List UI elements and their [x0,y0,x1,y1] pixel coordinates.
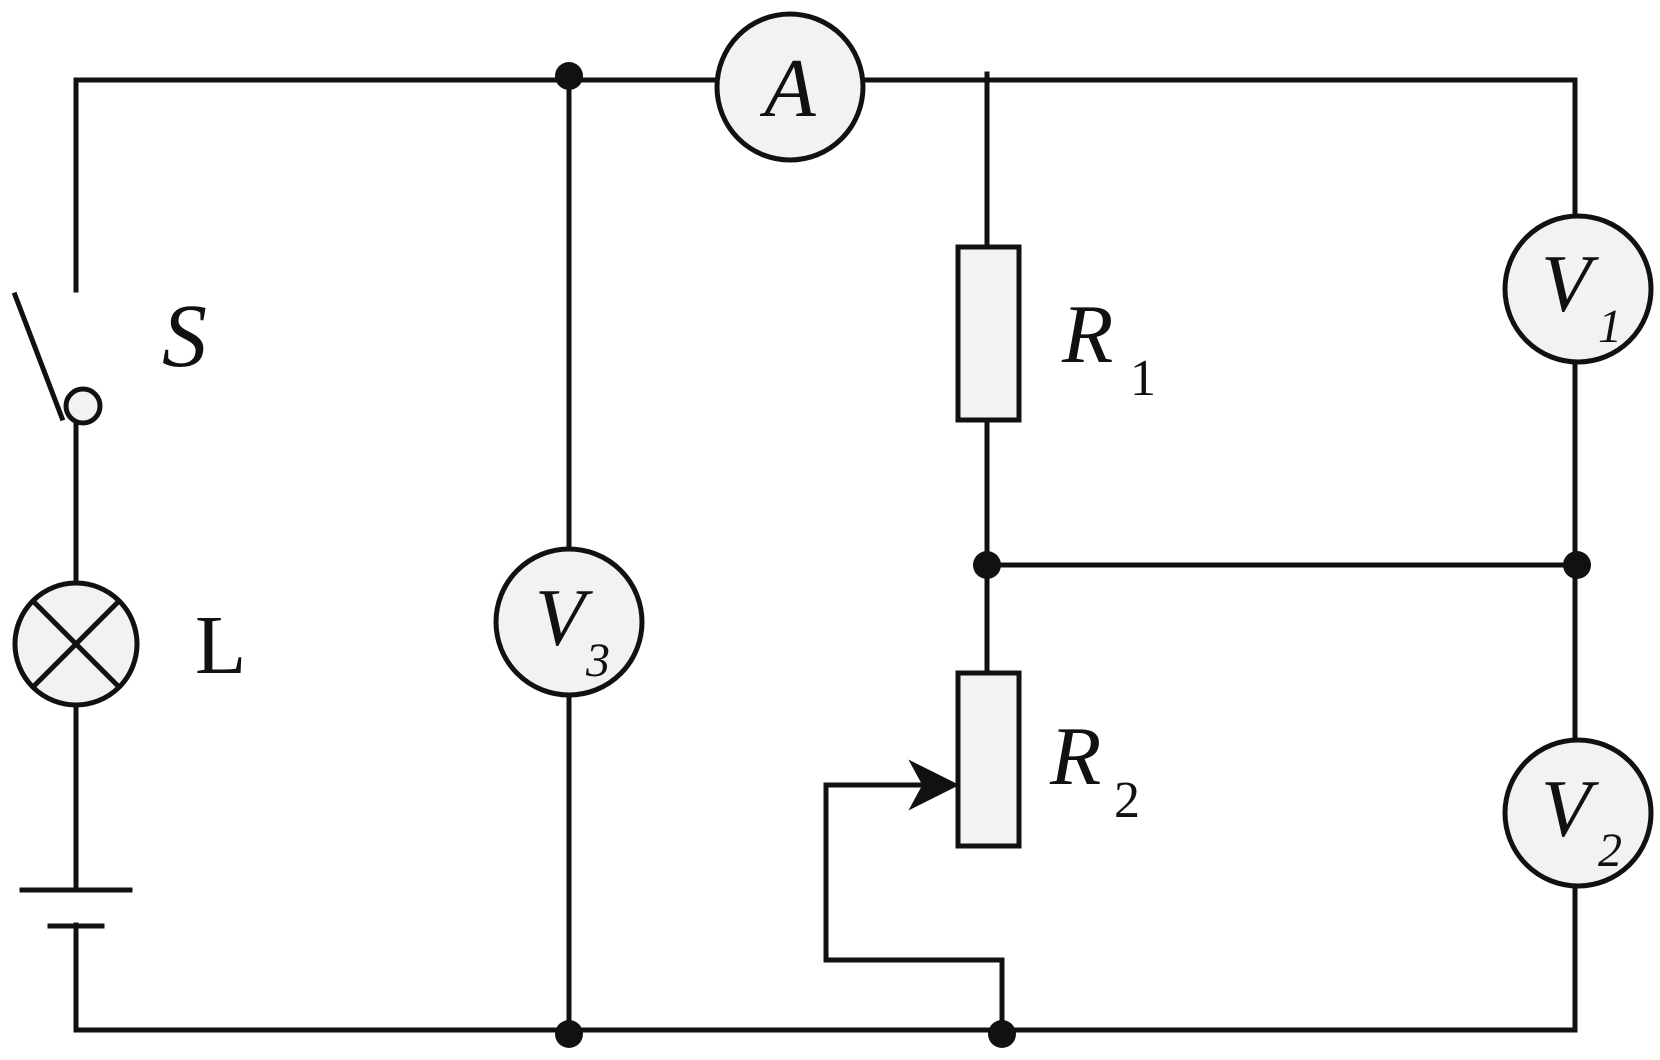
resistor-2-body [955,670,1022,849]
voltmeter-1-circle [1502,213,1654,365]
lamp [12,580,140,708]
switch-blade [11,291,66,422]
voltmeter-1: V 1 [1502,213,1654,365]
ammeter-circle [714,11,866,163]
junction-bottom-slider [988,1020,1016,1048]
junctions [555,62,1591,1048]
ammeter-label: A [759,42,816,135]
lamp-cross-b [29,597,123,691]
switch-label: S [162,287,207,386]
voltmeter-3-subscript: 3 [585,634,610,687]
resistor-2-label: R [1049,710,1101,803]
switch-pivot [63,386,103,426]
voltmeter-3: V 3 [493,546,645,698]
battery [19,887,133,929]
resistor-2-subscript: 2 [1114,772,1140,829]
voltmeter-1-subscript: 1 [1598,300,1622,353]
ammeter: A [714,11,866,163]
junction-bottom-v3 [555,1020,583,1048]
voltmeter-2-circle [1502,737,1654,889]
lamp-label: L [195,599,246,692]
resistor-1-subscript: 1 [1130,350,1156,407]
voltmeter-3-circle [493,546,645,698]
junction-r1-r2 [973,551,1001,579]
slider-arrow-icon [908,759,960,811]
junction-right-middle [1563,551,1591,579]
wire-slider-loop [823,782,1005,1033]
voltmeter-2-label: V [1541,763,1599,854]
switch [11,291,103,426]
resistor-1 [955,244,1022,423]
voltmeter-1-label: V [1541,238,1599,329]
voltmeter-3-label: V [535,572,593,663]
resistor-2 [908,670,1022,849]
voltmeter-2: V 2 [1502,737,1654,889]
voltmeter-2-subscript: 2 [1598,824,1622,877]
resistor-1-body [955,244,1022,423]
junction-top-v3 [555,62,583,90]
wires [73,71,1578,1033]
resistor-1-label: R [1061,288,1113,381]
